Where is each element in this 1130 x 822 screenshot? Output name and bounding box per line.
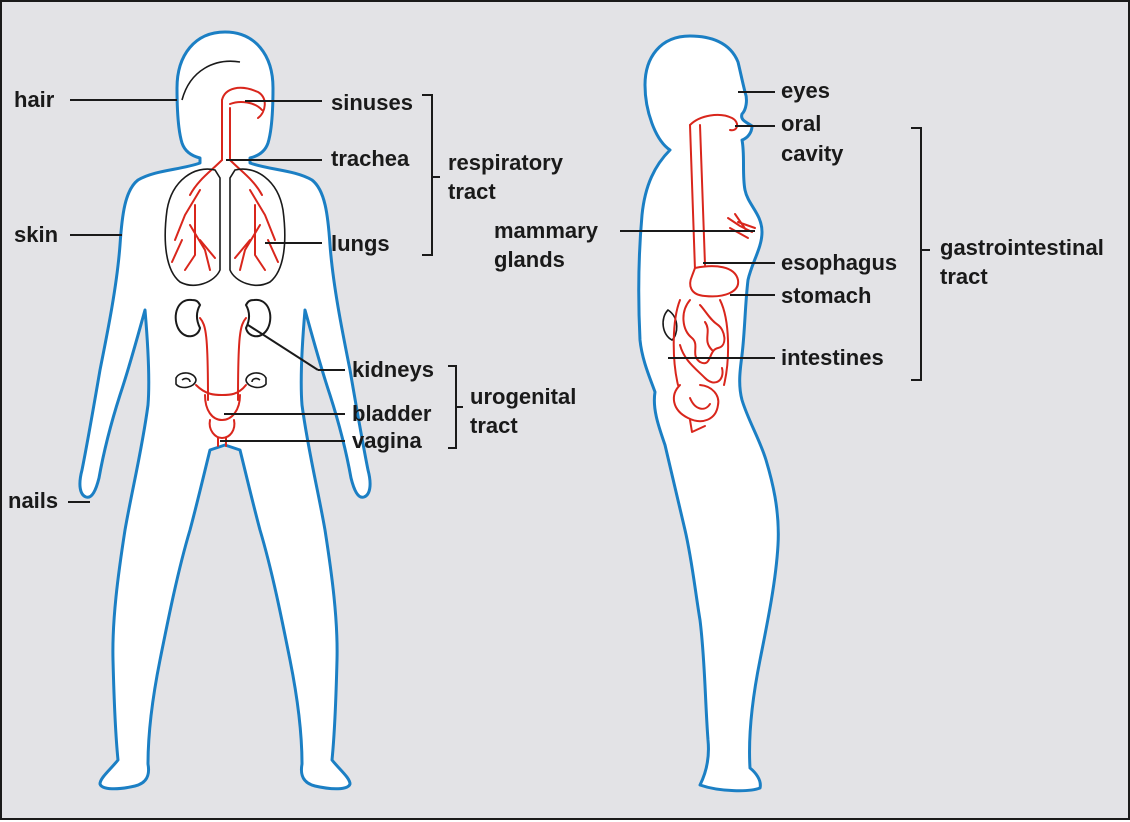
label-nails: nails bbox=[8, 488, 58, 513]
front-left-kidney bbox=[174, 298, 202, 338]
label-cavity: cavity bbox=[781, 141, 844, 166]
front-ureters bbox=[199, 317, 247, 401]
front-right-lung-branches bbox=[234, 189, 279, 271]
label-urogenital-2: tract bbox=[470, 413, 518, 438]
front-body bbox=[78, 30, 372, 791]
side-large-intestine bbox=[672, 299, 730, 386]
side-esophagus bbox=[689, 124, 706, 271]
label-eyes: eyes bbox=[781, 78, 830, 103]
label-mammary: mammary bbox=[494, 218, 599, 243]
front-uterus bbox=[195, 384, 247, 421]
label-glands: glands bbox=[494, 247, 565, 272]
label-hair: hair bbox=[14, 87, 55, 112]
label-urogenital-1: urogenital bbox=[470, 384, 576, 409]
front-right-lung bbox=[229, 168, 286, 286]
front-hair-edge bbox=[181, 60, 241, 101]
label-skin: skin bbox=[14, 222, 58, 247]
side-stomach bbox=[689, 265, 740, 298]
leader-kidneys bbox=[247, 324, 319, 371]
side-body bbox=[637, 34, 780, 793]
front-left-lung bbox=[164, 168, 221, 286]
label-sinuses: sinuses bbox=[331, 90, 413, 115]
label-gastro-2: tract bbox=[940, 264, 988, 289]
bracket-respiratory bbox=[422, 94, 440, 256]
label-respiratory-2: tract bbox=[448, 179, 496, 204]
label-gastro-1: gastrointestinal bbox=[940, 235, 1104, 260]
label-esophagus: esophagus bbox=[781, 250, 897, 275]
label-stomach: stomach bbox=[781, 283, 871, 308]
side-mammary-gland bbox=[727, 213, 756, 239]
front-bronchi bbox=[189, 159, 263, 196]
front-ovary-right bbox=[245, 372, 267, 389]
label-intestines: intestines bbox=[781, 345, 884, 370]
front-left-lung-branches bbox=[171, 189, 216, 271]
side-oral-cavity bbox=[689, 113, 738, 132]
front-trachea-tube bbox=[221, 99, 231, 161]
label-kidneys: kidneys bbox=[352, 357, 434, 382]
label-vagina: vagina bbox=[352, 428, 422, 453]
front-ovary-left bbox=[175, 372, 197, 389]
label-respiratory-1: respiratory bbox=[448, 150, 564, 175]
label-oral: oral bbox=[781, 111, 821, 136]
label-bladder: bladder bbox=[352, 401, 432, 426]
side-rectum bbox=[672, 384, 720, 433]
bracket-urogenital bbox=[448, 365, 463, 449]
label-lungs: lungs bbox=[331, 231, 390, 256]
label-trachea: trachea bbox=[331, 146, 410, 171]
bracket-gastrointestinal bbox=[911, 127, 930, 381]
front-nasal-passage bbox=[221, 86, 266, 119]
